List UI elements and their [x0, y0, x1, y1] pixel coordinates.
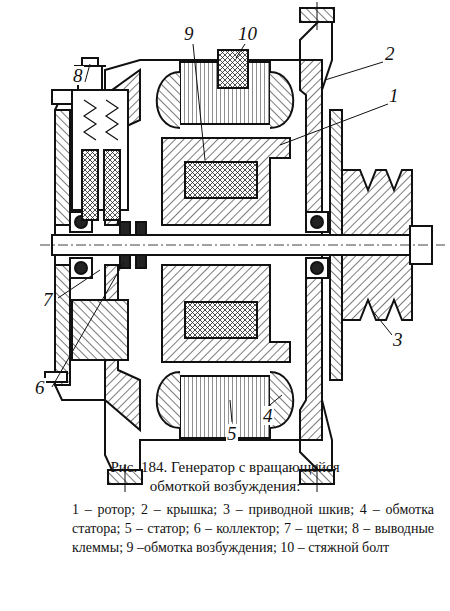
callout-number: 1 — [388, 86, 400, 105]
callout-number: 8 — [72, 66, 84, 85]
callout-number: 4 — [262, 406, 274, 425]
callout-number: 2 — [384, 44, 396, 63]
callout-number: 5 — [226, 424, 238, 443]
callout-number: 10 — [237, 24, 258, 43]
figure-caption: Рис. 184. Генератор с вращающейся обмотк… — [95, 458, 355, 496]
callout-number: 6 — [34, 378, 46, 397]
callout-number: 7 — [42, 290, 54, 309]
callout-number: 3 — [392, 330, 404, 349]
callout-number: 9 — [183, 24, 195, 43]
caption-key: 1 – ротор; 2 – крышка; 3 – приводной шки… — [72, 500, 434, 557]
